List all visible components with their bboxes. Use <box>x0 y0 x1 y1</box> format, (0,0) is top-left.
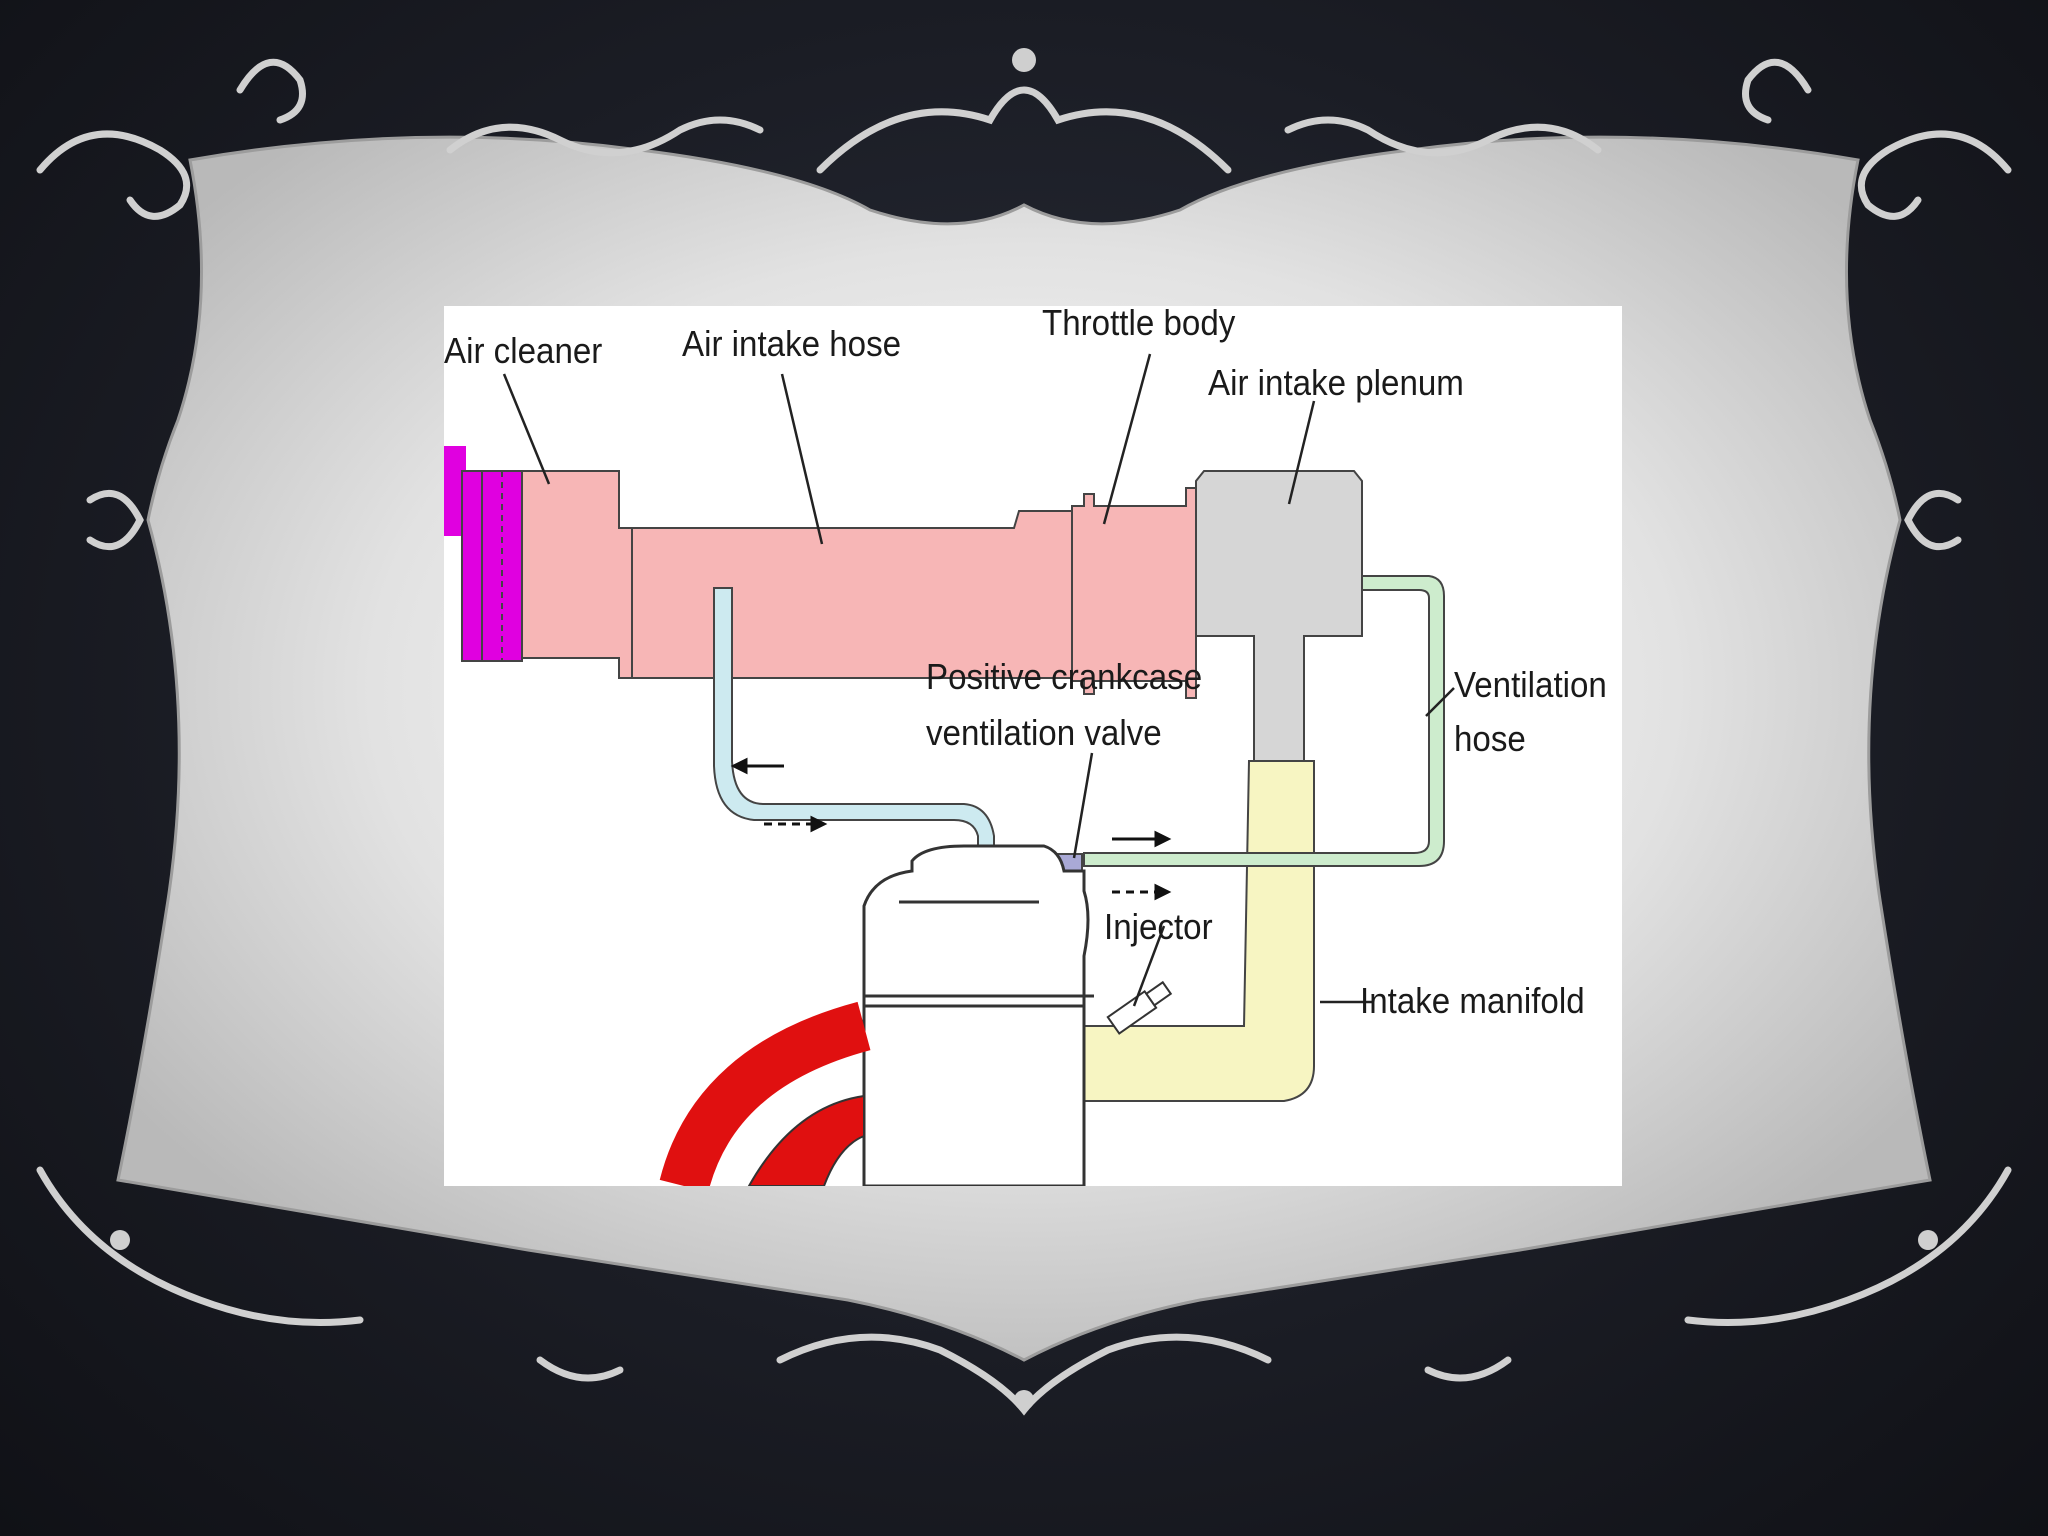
label-throttle-body: Throttle body <box>1042 306 1236 343</box>
ornamental-scroll-icon <box>536 1356 624 1382</box>
ornamental-scroll-icon <box>36 130 191 220</box>
air-cleaner-housing <box>521 470 633 679</box>
label-air-intake-plenum: Air intake plenum <box>1208 362 1464 403</box>
engine-block <box>862 1004 1086 1186</box>
air-intake-plenum <box>1195 470 1363 762</box>
ventilation-hose <box>1083 575 1445 867</box>
ornamental-scroll-icon <box>1684 1166 2012 1326</box>
ornamental-scroll-icon <box>86 489 144 551</box>
ornamental-scroll-icon <box>446 116 764 157</box>
ornamental-scroll-icon <box>1424 1356 1512 1382</box>
label-air-cleaner: Air cleaner <box>444 330 603 371</box>
label-injector: Injector <box>1104 906 1213 947</box>
ornamental-scroll-icon <box>1904 489 1962 551</box>
ornamental-scroll-icon <box>236 58 306 124</box>
exhaust-pipe <box>747 1026 865 1186</box>
label-ventilation-hose-line2: hose <box>1454 718 1526 759</box>
ornamental-scroll-icon <box>1742 58 1812 124</box>
label-intake-manifold: Intake manifold <box>1360 980 1585 1021</box>
ornamental-scroll-icon <box>816 86 1232 174</box>
label-pcv-valve-line2: ventilation valve <box>926 712 1162 753</box>
valve-cover <box>862 844 1090 1008</box>
flow-arrow-icon <box>730 757 1172 901</box>
pcv-system-diagram: Air cleaner Air intake hose Throttle bod… <box>444 306 1622 1186</box>
air-intake-hose <box>631 510 1073 679</box>
ornamental-scroll-icon <box>1284 116 1602 157</box>
throttle-body <box>1071 487 1197 699</box>
label-pcv-valve-line1: Positive crankcase <box>926 656 1203 697</box>
air-cleaner-element <box>461 470 523 662</box>
injector <box>1106 980 1173 1035</box>
ornamental-scroll-icon <box>36 1166 364 1326</box>
label-air-intake-hose: Air intake hose <box>682 323 902 364</box>
ornamental-scroll-icon <box>1857 130 2012 220</box>
label-ventilation-hose-line1: Ventilation <box>1454 664 1607 705</box>
air-cleaner-filter <box>444 446 466 536</box>
